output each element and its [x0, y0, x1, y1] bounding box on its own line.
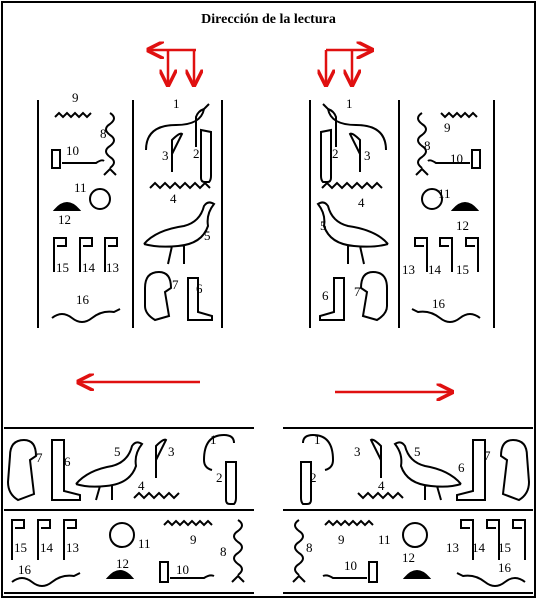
label-16: 16: [18, 562, 32, 577]
label-1: 1: [314, 432, 321, 447]
label-9: 9: [190, 532, 197, 547]
panel-top-left: [37, 100, 223, 328]
label-8: 8: [220, 544, 227, 559]
label-16: 16: [432, 296, 446, 311]
label-12: 12: [402, 550, 415, 565]
arrows-top-right: [326, 50, 372, 85]
label-6: 6: [458, 460, 465, 475]
label-13: 13: [402, 262, 415, 277]
label-7: 7: [484, 448, 491, 463]
label-10: 10: [176, 562, 189, 577]
label-14: 14: [472, 540, 486, 555]
label-7: 7: [36, 450, 43, 465]
labels-bottom-left: 1 2 3 4 5 6 7 8 9 10 11 12 13 14 15 16: [14, 432, 227, 577]
label-12: 12: [58, 212, 71, 227]
label-7: 7: [354, 284, 361, 299]
labels-bottom-right: 1 2 3 4 5 6 7 8 9 10 11 12 13 14 15 16: [306, 432, 512, 575]
label-11: 11: [138, 536, 151, 551]
label-5: 5: [320, 218, 327, 233]
label-2: 2: [332, 146, 339, 161]
label-12: 12: [456, 218, 469, 233]
label-15: 15: [56, 260, 69, 275]
panel-top-right: [309, 100, 495, 328]
label-4: 4: [358, 195, 365, 210]
label-11: 11: [378, 532, 391, 547]
label-8: 8: [306, 540, 313, 555]
label-13: 13: [106, 260, 119, 275]
labels-top-left: 1 2 3 4 5 6 7 8 9 10 11 12 13 14 15 16: [56, 90, 211, 307]
label-1: 1: [346, 96, 353, 111]
label-9: 9: [338, 532, 345, 547]
label-2: 2: [216, 470, 223, 485]
label-2: 2: [193, 146, 200, 161]
label-15: 15: [498, 540, 511, 555]
label-3: 3: [354, 444, 361, 459]
label-5: 5: [414, 444, 421, 459]
label-11: 11: [74, 180, 87, 195]
label-14: 14: [82, 260, 96, 275]
label-4: 4: [170, 191, 177, 206]
arrows-top-left: [148, 50, 196, 85]
label-7: 7: [172, 277, 179, 292]
label-9: 9: [72, 90, 79, 105]
labels-top-right: 1 2 3 4 5 6 7 8 9 10 11 12 13 14 15 16: [320, 96, 469, 311]
label-8: 8: [424, 138, 431, 153]
label-10: 10: [344, 558, 357, 573]
label-4: 4: [138, 478, 145, 493]
label-14: 14: [428, 262, 442, 277]
label-13: 13: [446, 540, 459, 555]
label-10: 10: [450, 151, 463, 166]
label-3: 3: [168, 444, 175, 459]
label-15: 15: [456, 262, 469, 277]
diagram-title: Dirección de la lectura: [201, 12, 336, 27]
label-6: 6: [322, 288, 329, 303]
label-13: 13: [66, 540, 79, 555]
label-1: 1: [173, 96, 180, 111]
label-1: 1: [210, 432, 217, 447]
label-10: 10: [66, 143, 79, 158]
label-3: 3: [162, 148, 169, 163]
label-5: 5: [114, 444, 121, 459]
label-12: 12: [116, 556, 129, 571]
panel-bottom-left: [4, 427, 254, 594]
label-14: 14: [40, 540, 54, 555]
label-9: 9: [444, 120, 451, 135]
label-15: 15: [14, 540, 27, 555]
label-16: 16: [498, 560, 512, 575]
label-4: 4: [378, 478, 385, 493]
label-6: 6: [64, 454, 71, 469]
label-2: 2: [310, 470, 317, 485]
label-5: 5: [204, 228, 211, 243]
panel-bottom-right: [283, 427, 533, 594]
label-11: 11: [438, 186, 451, 201]
label-6: 6: [196, 281, 203, 296]
label-16: 16: [76, 292, 90, 307]
label-8: 8: [100, 126, 107, 141]
label-3: 3: [364, 148, 371, 163]
